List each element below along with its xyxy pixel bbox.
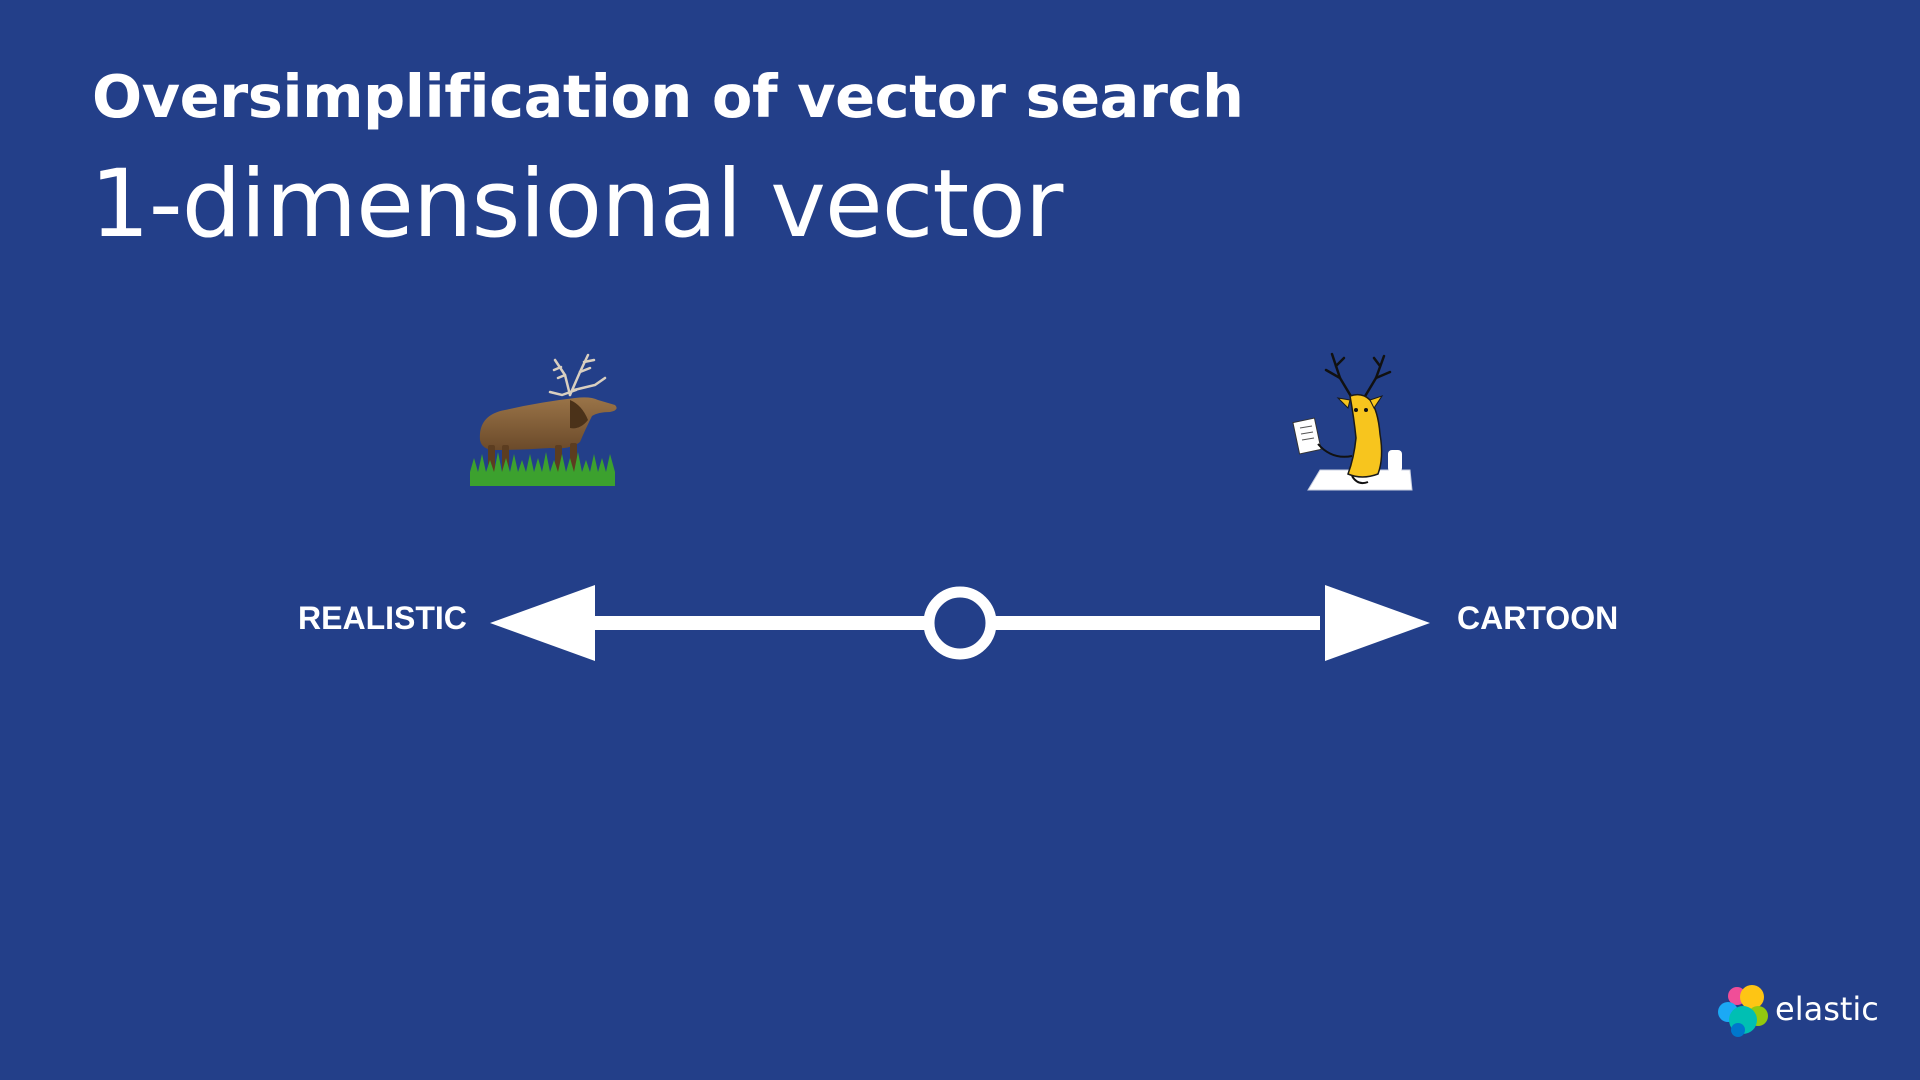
slide-title: Oversimplification of vector search [92,62,1244,131]
left-arrowhead [490,585,595,661]
slide-subtitle: 1-dimensional vector [90,150,1063,259]
cartoon-label: CARTOON [1457,600,1619,636]
realistic-elk-image [470,353,617,486]
cartoon-elk-mascot-image [1292,352,1413,491]
vector-axis-arrow [490,585,1430,661]
realistic-label: REALISTIC [298,600,467,636]
elastic-logo-text: elastic [1775,990,1879,1028]
vector-point-marker [923,586,997,660]
elastic-logo: elastic [1716,982,1896,1038]
elastic-logo-icon [1718,985,1768,1037]
right-arrowhead [1325,585,1430,661]
